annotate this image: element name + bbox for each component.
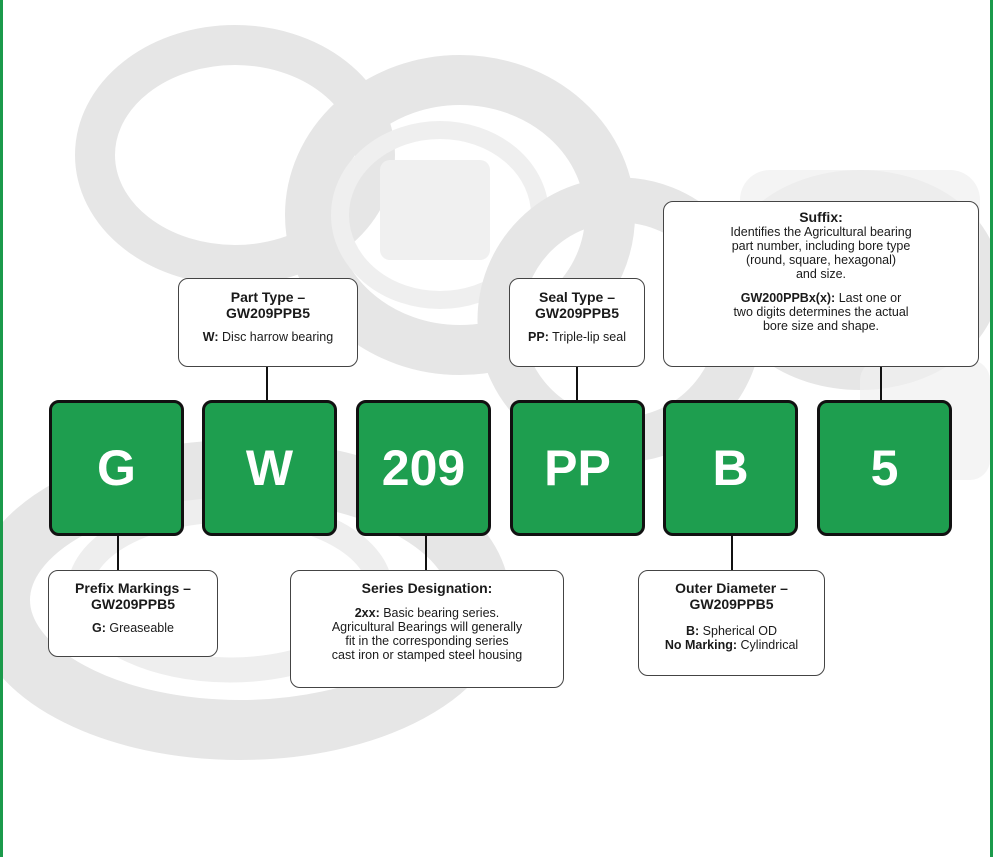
code-seal-type-text: PP <box>544 440 611 496</box>
suffix-line: Identifies the Agricultural bearing <box>730 225 912 239</box>
connector-suffix <box>880 367 882 400</box>
prefix-code: GW209PPB5 <box>90 596 176 612</box>
prefix-title: Prefix Markings – <box>75 580 191 596</box>
callout-prefix: Prefix Markings – GW209PPB5 G: Greaseabl… <box>48 570 218 657</box>
part-type-title: Part Type – <box>230 289 306 305</box>
suffix-line: two digits determines the actual <box>733 305 909 319</box>
part-type-desc: W: Disc harrow bearing <box>202 330 334 344</box>
seal-type-code: GW209PPB5 <box>534 305 620 321</box>
callout-series: Series Designation: 2xx: Basic bearing s… <box>290 570 564 688</box>
suffix-line: and size. <box>795 267 847 281</box>
suffix-line: bore size and shape. <box>762 319 880 333</box>
seal-type-desc: PP: Triple-lip seal <box>528 330 626 344</box>
code-box-series: 209 <box>356 400 491 536</box>
code-box-suffix: 5 <box>817 400 952 536</box>
series-line: Agricultural Bearings will generally <box>331 620 523 634</box>
outer-diameter-code: GW209PPB5 <box>689 596 774 612</box>
outer-diameter-title: Outer Diameter – <box>675 580 788 596</box>
seal-type-title: Seal Type – <box>538 289 615 305</box>
connector-series <box>425 536 427 570</box>
suffix-line: part number, including bore type <box>731 239 911 253</box>
part-type-code: GW209PPB5 <box>225 305 311 321</box>
suffix-title: Suffix: <box>799 209 843 225</box>
callout-outer-diameter: Outer Diameter – GW209PPB5 B: Spherical … <box>638 570 825 676</box>
outer-diameter-desc-2: No Marking: Cylindrical <box>664 638 799 652</box>
series-key-line: 2xx: Basic bearing series. <box>354 606 500 620</box>
connector-prefix <box>117 536 119 570</box>
prefix-desc: G: Greaseable <box>92 621 174 635</box>
code-box-prefix: G <box>49 400 184 536</box>
series-title: Series Designation: <box>361 580 493 596</box>
series-line: cast iron or stamped steel housing <box>331 648 523 662</box>
code-box-outer-diameter: B <box>663 400 798 536</box>
code-prefix-text: G <box>97 440 136 496</box>
callout-seal-type: Seal Type – GW209PPB5 PP: Triple-lip sea… <box>509 278 645 367</box>
outer-diameter-desc-1: B: Spherical OD <box>685 624 777 638</box>
code-part-type-text: W <box>245 440 294 496</box>
callout-suffix: Suffix: Identifies the Agricultural bear… <box>663 201 979 367</box>
suffix-key-line: GW200PPBx(x): Last one or <box>740 291 902 305</box>
series-line: fit in the corresponding series <box>345 634 509 648</box>
connector-seal-type <box>576 367 578 400</box>
code-box-part-type: W <box>202 400 337 536</box>
connector-outer-diameter <box>731 536 733 570</box>
code-suffix-text: 5 <box>870 440 899 496</box>
connector-part-type <box>266 367 268 400</box>
code-series-text: 209 <box>381 440 466 496</box>
code-box-seal-type: PP <box>510 400 645 536</box>
suffix-line: (round, square, hexagonal) <box>745 253 897 267</box>
callout-part-type: Part Type – GW209PPB5 W: Disc harrow bea… <box>178 278 358 367</box>
code-outer-diameter-text: B <box>712 440 749 496</box>
